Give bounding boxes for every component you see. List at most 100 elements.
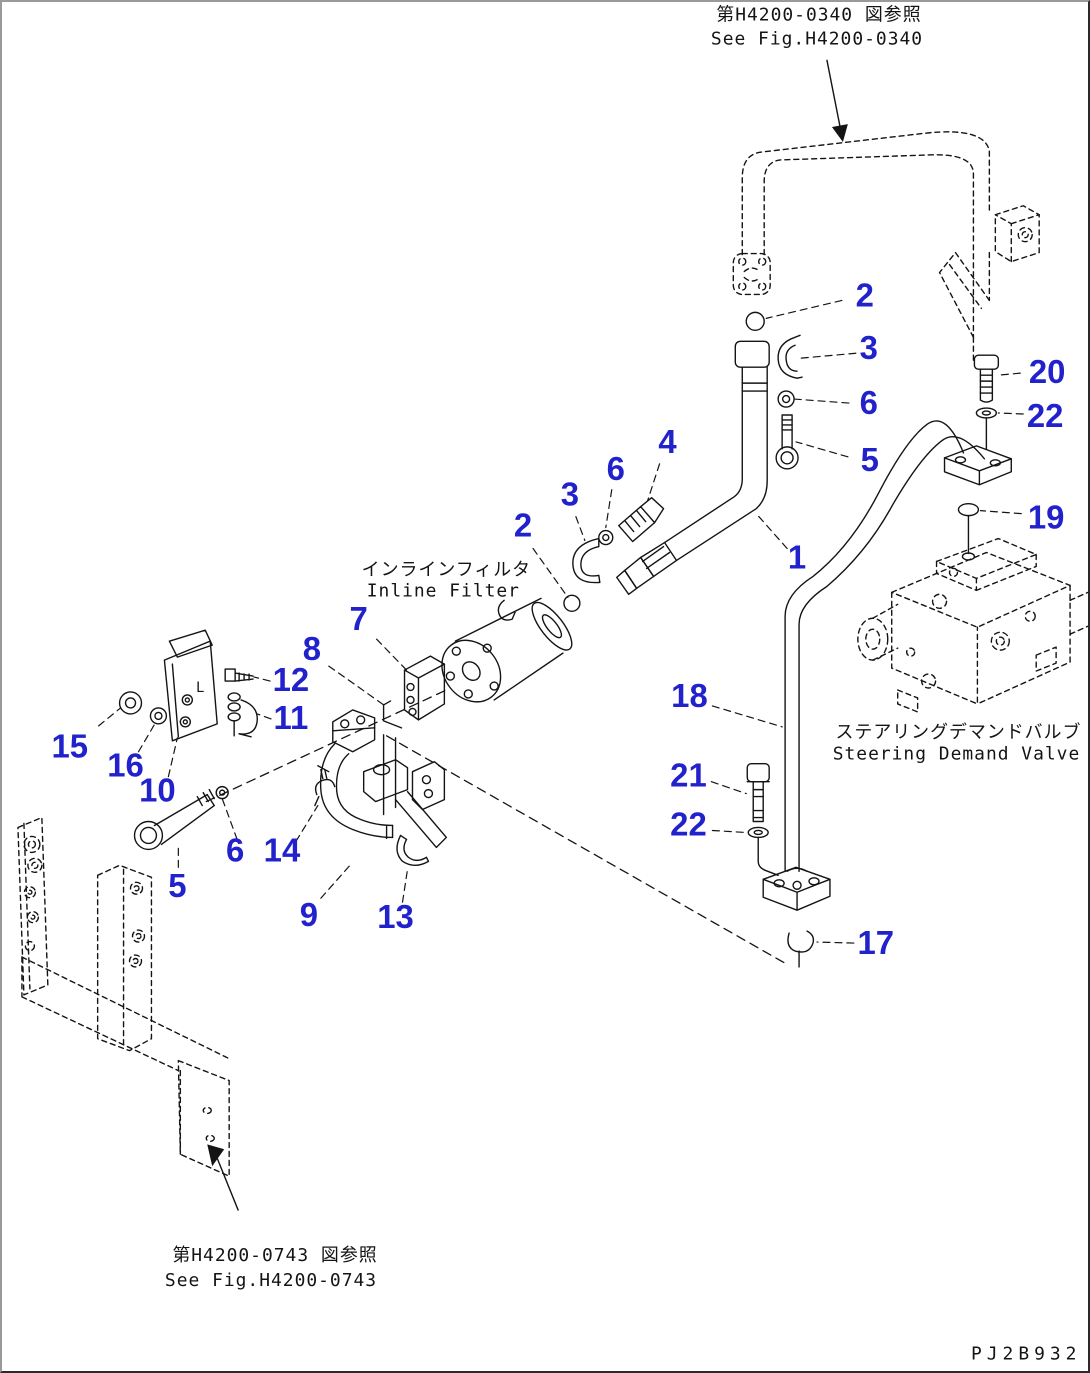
corner-8	[382, 700, 403, 729]
clamp-13	[396, 834, 430, 867]
pipe-18	[762, 420, 1012, 911]
leader-line-8	[328, 665, 388, 708]
leader-line-19	[979, 510, 1022, 515]
inline-filter	[403, 597, 573, 721]
leader-line-6	[793, 398, 850, 404]
leader-line-11	[256, 713, 272, 720]
reference-upper-pipe	[732, 131, 991, 364]
o-ring-17	[787, 930, 815, 968]
nut-15	[118, 691, 143, 715]
bottom-ref-arrow	[207, 1144, 239, 1211]
callout-12: 12	[273, 661, 310, 698]
hose-assembly-9	[319, 700, 448, 849]
valve-label-en: Steering Demand Valve	[833, 744, 1081, 765]
leader-line-10	[167, 737, 178, 778]
leader-line-4	[647, 463, 661, 502]
fitting-4	[618, 496, 665, 543]
callout-22: 22	[1027, 397, 1064, 434]
callout-22: 22	[670, 805, 707, 842]
clamp-3b	[572, 537, 601, 584]
washer-16	[149, 707, 168, 725]
steering-demand-valve	[857, 537, 1088, 713]
callout-17: 17	[858, 924, 895, 961]
leader-line-3	[799, 352, 857, 359]
callout-5: 5	[168, 867, 186, 904]
callout-6: 6	[860, 384, 878, 421]
top-ref-label-jp: 第H4200-0340 図参照	[716, 4, 921, 25]
leader-line-22	[711, 829, 746, 834]
leader-line-6	[605, 489, 613, 529]
plate-10	[163, 629, 218, 742]
leader-line-5	[795, 441, 849, 458]
bolt-12	[224, 668, 254, 682]
inline-filter-label-jp: インラインフィルタ	[362, 559, 531, 580]
assembly-line-b	[205, 689, 448, 803]
leader-line-21	[710, 781, 747, 795]
callout-13: 13	[377, 898, 414, 935]
leader-line-12	[253, 676, 271, 682]
callout-3: 3	[561, 476, 579, 513]
callout-16: 16	[107, 747, 144, 784]
washer-6a	[777, 390, 795, 408]
bolt-5b	[133, 788, 215, 851]
bolt-21	[746, 763, 770, 823]
o-ring-2a	[745, 311, 765, 332]
callout-6: 6	[226, 831, 244, 868]
valve-label-jp: ステアリングデマンドバルブ	[836, 721, 1082, 743]
hose-assembly-1	[616, 311, 770, 596]
leader-line-14	[295, 804, 319, 843]
bottom-ref-label-jp: 第H4200-0743 図参照	[172, 1245, 377, 1266]
bolt-5a	[775, 414, 799, 470]
washer-6b	[598, 529, 614, 546]
labels: 第H4200-0340 図参照 See Fig.H4200-0340 インライン…	[165, 4, 1082, 1365]
leader-line-20	[997, 372, 1021, 376]
callout-20: 20	[1029, 353, 1066, 390]
plate-marking: L	[196, 680, 204, 696]
callout-5: 5	[861, 441, 879, 478]
washer-22a	[975, 407, 998, 450]
callout-2: 2	[856, 276, 874, 313]
pipe-block-fitting	[994, 205, 1040, 263]
screw-11	[227, 692, 258, 738]
callout-3: 3	[860, 329, 878, 366]
callout-10: 10	[139, 772, 176, 809]
callout-4: 4	[658, 423, 677, 460]
callout-6: 6	[607, 450, 625, 487]
leader-line-2	[765, 299, 843, 319]
plug-19	[957, 502, 980, 561]
inline-filter-label-en: Inline Filter	[367, 580, 520, 601]
association-lines	[205, 689, 789, 966]
callout-2: 2	[514, 507, 532, 544]
reference-lower-bracket	[17, 816, 230, 1177]
leader-line-16	[137, 722, 157, 753]
leader-line-7	[376, 638, 408, 671]
assembly-line-a	[385, 735, 789, 966]
callout-14: 14	[264, 831, 301, 868]
leader-line-6	[221, 797, 238, 841]
leader-line-22	[997, 412, 1024, 415]
leader-line-1	[755, 513, 788, 550]
hose-tip-fitting	[497, 599, 516, 621]
callout-19: 19	[1028, 499, 1065, 536]
callout-8: 8	[303, 630, 321, 667]
bottom-ref-label-en: See Fig.H4200-0743	[165, 1270, 377, 1291]
drawing-number: PJ2B932	[971, 1344, 1081, 1365]
clamp-3a	[777, 334, 803, 379]
leader-line-17	[816, 941, 855, 944]
bolt-20	[973, 354, 1000, 403]
leader-line-13	[401, 868, 409, 903]
callout-21: 21	[670, 757, 707, 794]
leader-line-18	[711, 705, 783, 728]
callout-15: 15	[51, 728, 88, 765]
callout-18: 18	[671, 677, 708, 714]
clamp-14	[314, 765, 336, 807]
top-ref-arrow	[826, 59, 848, 143]
callout-9: 9	[300, 896, 318, 933]
washer-22b	[747, 826, 779, 877]
callout-11: 11	[274, 699, 309, 736]
leader-line-15	[98, 707, 122, 727]
callout-1: 1	[788, 538, 806, 575]
o-ring-2b	[563, 594, 581, 612]
